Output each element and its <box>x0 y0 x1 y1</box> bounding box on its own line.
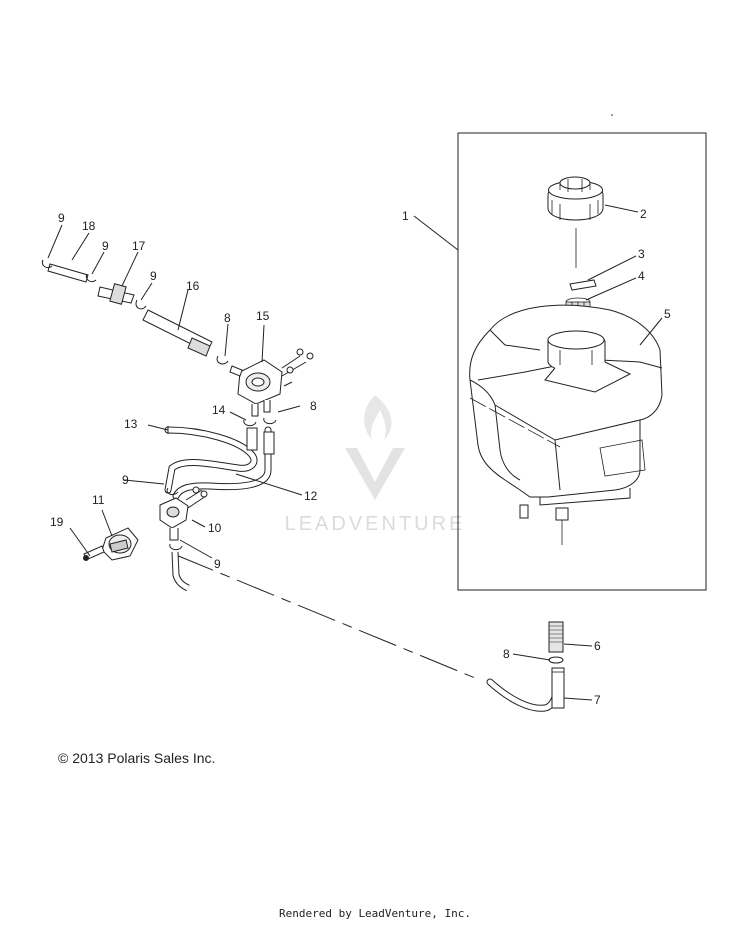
callout-3: 3 <box>638 247 645 261</box>
callout-9-d: 9 <box>122 473 129 487</box>
callout-labels: 1 2 3 4 5 6 7 8 8 8 9 9 9 9 9 10 11 12 1… <box>50 207 671 707</box>
watermark-text: LEADVENTURE <box>285 513 466 535</box>
callout-7: 7 <box>594 693 601 707</box>
leader-lines <box>47 204 663 701</box>
fuel-pump-part <box>229 348 314 417</box>
callout-15: 15 <box>256 309 270 323</box>
fuel-tank-part <box>469 304 663 545</box>
filter-clip-part <box>569 279 597 291</box>
tank-assembly-frame <box>457 132 707 591</box>
copyright-notice: © 2013 Polaris Sales Inc. <box>58 750 216 766</box>
pump-stub-a <box>246 427 258 451</box>
callout-14: 14 <box>212 403 226 417</box>
callout-19: 19 <box>50 515 64 529</box>
valve-knob-part <box>83 527 139 561</box>
pump-stub-b <box>263 431 275 455</box>
callout-4: 4 <box>638 269 645 283</box>
callout-13: 13 <box>124 417 138 431</box>
callout-8-hose: 8 <box>310 399 317 413</box>
callout-9-b: 9 <box>102 239 109 253</box>
callout-8-filter: 8 <box>503 647 510 661</box>
callout-6: 6 <box>594 639 601 653</box>
callout-2: 2 <box>640 207 647 221</box>
hose-13-part <box>164 426 258 494</box>
callout-16: 16 <box>186 279 200 293</box>
callout-10: 10 <box>208 521 222 535</box>
callout-18: 18 <box>82 219 96 233</box>
clip-8b-part <box>263 417 277 425</box>
return-hose-part <box>175 554 565 712</box>
clip-14-part <box>243 419 257 427</box>
watermark: LEADVENTURE <box>285 395 466 535</box>
watermark-flame-icon <box>364 395 392 440</box>
callout-9-a: 9 <box>58 211 65 225</box>
callout-1: 1 <box>402 209 409 223</box>
valve-outlet-hose <box>171 551 190 592</box>
callout-11: 11 <box>92 493 105 507</box>
fuel-valve-part <box>159 486 208 551</box>
fuel-cap-part <box>547 176 604 221</box>
vent-hose-parts <box>41 259 229 365</box>
hose-12-part <box>172 426 272 500</box>
callout-5: 5 <box>664 307 671 321</box>
callout-8-pump: 8 <box>224 311 231 325</box>
callout-9-c: 9 <box>150 269 157 283</box>
stray-dot <box>611 114 613 116</box>
footer-credit: Rendered by LeadVenture, Inc. <box>278 907 472 920</box>
watermark-v-icon <box>345 448 405 500</box>
callout-9-e: 9 <box>214 557 221 571</box>
tank-leader-dashed <box>469 397 561 448</box>
fuel-pickup-part <box>548 621 564 664</box>
callout-17: 17 <box>132 239 146 253</box>
callout-12: 12 <box>304 489 318 503</box>
